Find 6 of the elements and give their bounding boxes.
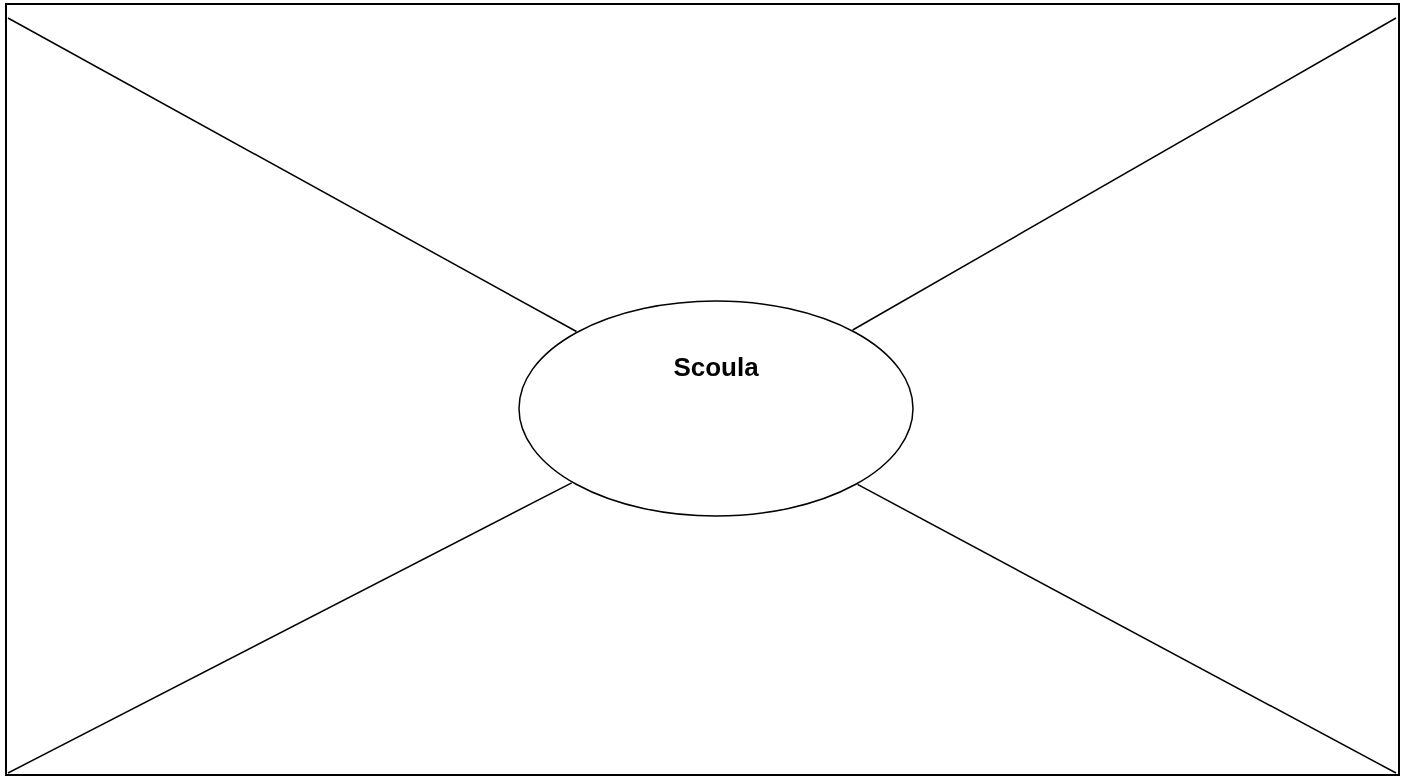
node-label: Scoula (672, 352, 760, 383)
frame-box (5, 3, 1400, 776)
connector-line (7, 482, 573, 774)
connector-line (7, 17, 578, 333)
connector-line (856, 483, 1397, 774)
connector-line (851, 17, 1397, 331)
